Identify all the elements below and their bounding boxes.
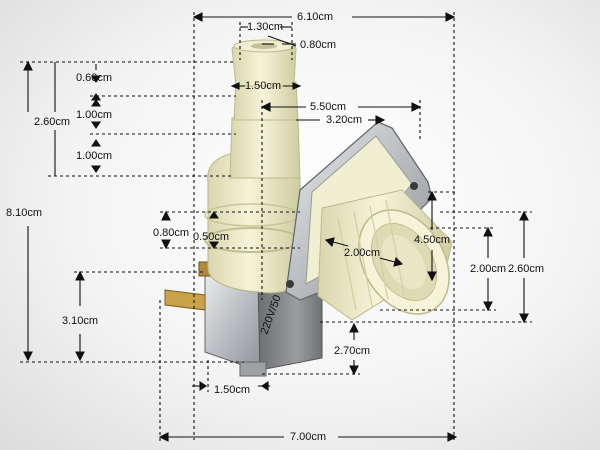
dim-terminal-width: 1.50cm	[214, 384, 250, 396]
flange-hole-bottom	[286, 280, 294, 288]
dim-step-2: 1.00cm	[76, 150, 112, 162]
dim-nozzle-base: 1.50cm	[245, 80, 281, 92]
dim-step-1: 1.00cm	[76, 109, 112, 121]
dim-inner-bore: 2.00cm	[344, 247, 380, 259]
threaded-inlet	[317, 189, 453, 321]
dim-base-width: 7.00cm	[290, 431, 326, 443]
bracket-foot	[239, 361, 267, 377]
dimension-labels: 6.10cm 1.30cm 0.80cm 1.50cm 8.10cm 0.60c…	[6, 11, 544, 443]
neck-lower	[229, 117, 301, 179]
dim-thread-height: 4.50cm	[414, 234, 450, 246]
dim-flange-width: 5.50cm	[310, 101, 346, 113]
dim-bracket-height: 2.70cm	[334, 345, 370, 357]
dim-ring-gap: 0.80cm	[153, 227, 189, 239]
dim-nozzle-wall: 0.80cm	[300, 39, 336, 51]
dim-overall-height: 8.10cm	[6, 207, 42, 219]
dim-nozzle-height: 2.60cm	[34, 116, 70, 128]
valve-illustration: 220V/50	[164, 39, 453, 377]
dim-thread-bore: 2.00cm	[470, 263, 506, 275]
dim-ring-height: 0.50cm	[193, 231, 229, 243]
dim-flange-inner: 3.20cm	[326, 114, 362, 126]
dimension-lines	[20, 12, 532, 442]
dim-top-step: 0.60cm	[76, 72, 112, 84]
dim-thread-outer: 2.60cm	[508, 263, 544, 275]
dim-nozzle-outer: 1.30cm	[247, 21, 283, 33]
flange-hole-top	[410, 182, 418, 190]
terminal-tab	[164, 289, 206, 311]
dim-overall-width: 6.10cm	[297, 11, 333, 23]
dim-coil-height: 3.10cm	[62, 315, 98, 327]
